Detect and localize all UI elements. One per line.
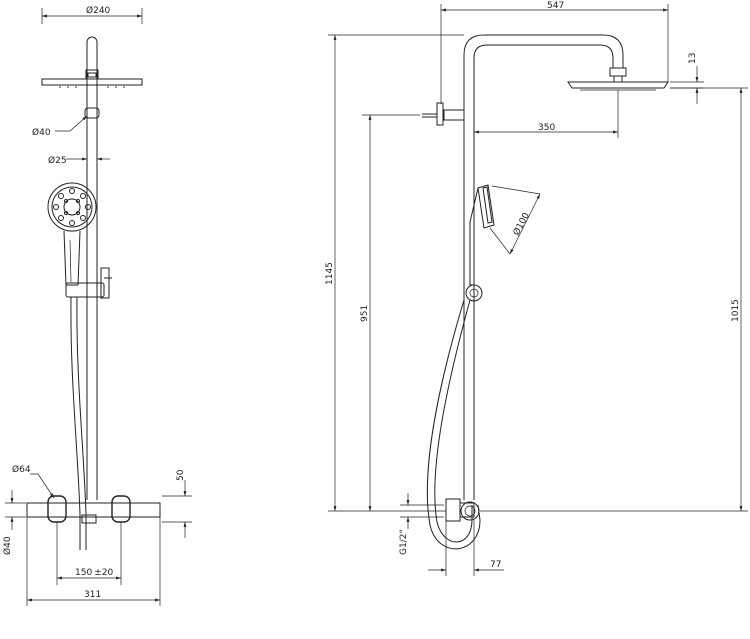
dim-wall-depth: 77 bbox=[490, 560, 501, 570]
dim-body-diameter: 64 bbox=[19, 465, 31, 475]
hose-front bbox=[70, 296, 87, 550]
dim-holder-height: 951 bbox=[360, 305, 370, 322]
diameter-symbol: Ø bbox=[32, 127, 39, 138]
diameter-symbol: Ø bbox=[86, 5, 93, 16]
svg-text:Ø40: Ø40 bbox=[2, 536, 13, 555]
dim-head-level: 1015 bbox=[731, 299, 741, 322]
svg-text:Ø40: Ø40 bbox=[32, 127, 51, 138]
hose-side bbox=[426, 299, 481, 550]
diameter-symbol: Ø bbox=[2, 548, 13, 555]
wall-bracket-side bbox=[422, 102, 465, 126]
diameter-symbol: Ø bbox=[12, 464, 19, 475]
dim-total-height: 1145 bbox=[325, 262, 335, 285]
dim-pipe-diameter: 40 bbox=[39, 128, 51, 138]
dim-inlet-tolerance: ±20 bbox=[94, 568, 113, 578]
diameter-symbol: Ø bbox=[511, 226, 524, 237]
front-dimensions: Ø240 Ø40 Ø25 Ø64 50 Ø40 150±20 311 bbox=[2, 5, 192, 606]
svg-text:150±20: 150±20 bbox=[75, 568, 113, 578]
dim-inlet-thread: G1/2" bbox=[399, 529, 409, 555]
wall-bracket-front bbox=[84, 107, 100, 119]
dim-rail-diameter: 25 bbox=[55, 156, 66, 166]
diameter-symbol: Ø bbox=[48, 155, 55, 166]
svg-text:Ø100: Ø100 bbox=[511, 211, 532, 238]
dim-arm-offset: 350 bbox=[538, 123, 555, 133]
side-view bbox=[422, 34, 669, 550]
hand-shower-front bbox=[47, 182, 97, 286]
dim-head-diameter: 240 bbox=[93, 6, 110, 16]
slide-holder-side bbox=[465, 284, 483, 302]
shower-head-front bbox=[41, 69, 143, 88]
side-dimensions: 547 13 350 Ø100 1145 951 1015 bbox=[325, 1, 748, 576]
dim-head-height: 13 bbox=[688, 53, 698, 64]
dim-inlet-spacing: 150 bbox=[75, 568, 92, 578]
slide-holder-front bbox=[65, 267, 112, 299]
thermostat-body-front bbox=[26, 495, 161, 524]
shower-head-side bbox=[567, 75, 669, 91]
riser-arm-side bbox=[463, 34, 627, 500]
dim-arm-length: 547 bbox=[547, 1, 564, 11]
dim-total-width: 311 bbox=[84, 590, 101, 600]
riser-pipe-front bbox=[86, 36, 98, 500]
svg-text:Ø240: Ø240 bbox=[86, 5, 111, 16]
dim-outlet-diameter: 40 bbox=[3, 536, 13, 548]
thermostat-body-side bbox=[445, 498, 480, 522]
svg-text:Ø64: Ø64 bbox=[12, 464, 31, 475]
front-view bbox=[26, 36, 161, 550]
svg-text:Ø25: Ø25 bbox=[48, 155, 67, 166]
dim-body-height: 50 bbox=[176, 469, 186, 481]
